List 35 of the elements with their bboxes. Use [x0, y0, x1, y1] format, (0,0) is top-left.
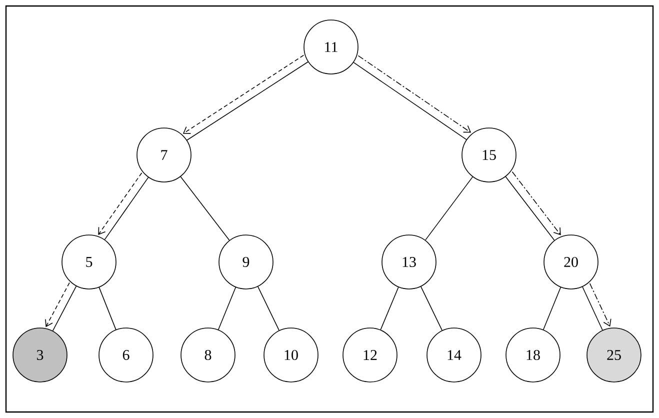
- tree-edge: [582, 286, 603, 331]
- tree-edge: [258, 286, 280, 331]
- arrow: [182, 54, 304, 134]
- tree-node: 13: [382, 234, 436, 290]
- tree-node: 12: [342, 328, 398, 382]
- tree-node: 8: [180, 328, 236, 382]
- tree-node: 25: [586, 328, 642, 382]
- tree-edge: [542, 286, 562, 330]
- tree-edge: [186, 61, 308, 141]
- tree-node: 10: [264, 328, 318, 382]
- tree-node: 14: [426, 328, 482, 382]
- tree-node: 20: [544, 234, 598, 290]
- tree-edge: [180, 176, 230, 241]
- tree-edge: [353, 62, 467, 140]
- arrow: [98, 172, 142, 235]
- tree-edge: [420, 286, 442, 331]
- arrow: [358, 55, 472, 133]
- tree-edge: [425, 176, 473, 240]
- tree-node: 18: [506, 328, 560, 382]
- arrow: [45, 282, 70, 328]
- arrow: [512, 171, 561, 236]
- tree-node: 6: [98, 328, 154, 382]
- arrow: [589, 283, 612, 327]
- tree-edge: [52, 286, 77, 332]
- tree-edge: [104, 177, 149, 240]
- tree-node: 5: [62, 234, 116, 290]
- tree-node: 11: [304, 20, 358, 74]
- tree-edge: [380, 286, 399, 330]
- tree-node: 3: [12, 328, 68, 382]
- tree-edge: [218, 286, 236, 330]
- tree-edge: [98, 287, 116, 330]
- tree-edge: [505, 176, 555, 241]
- tree-node: 9: [218, 234, 274, 290]
- tree-node: 15: [462, 128, 516, 182]
- tree-node: 7: [136, 128, 192, 182]
